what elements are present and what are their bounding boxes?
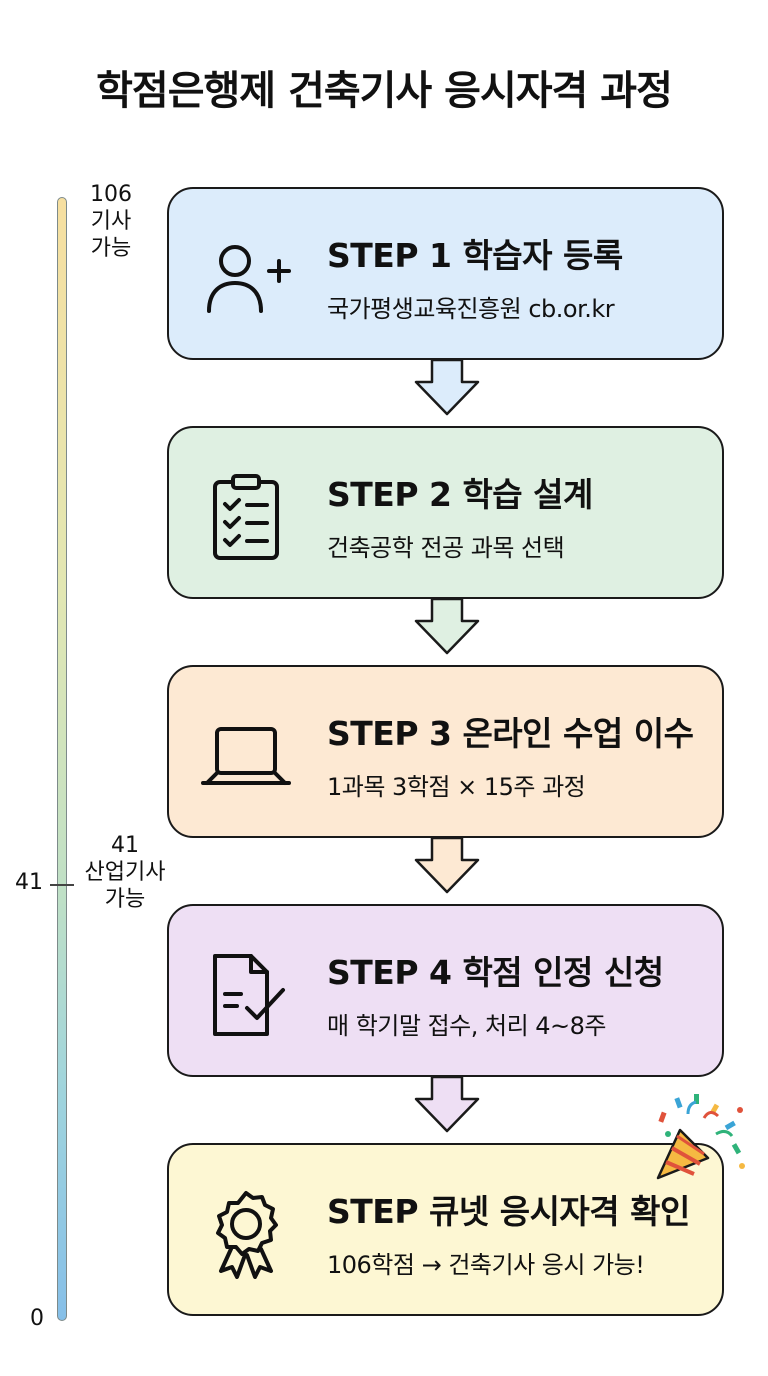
step-1-desc: 국가평생교육진흥원 cb.or.kr xyxy=(327,295,615,323)
axis-value-0: 0 xyxy=(30,1306,44,1331)
mid-credit-label: 41 산업기사 가능 xyxy=(75,832,175,913)
step-2-card: STEP 2 학습 설계 건축공학 전공 과목 선택 xyxy=(167,426,724,599)
step-4-desc: 매 학기말 접수, 처리 4~8주 xyxy=(327,1012,607,1040)
step-2-desc: 건축공학 전공 과목 선택 xyxy=(327,534,565,562)
top-credit-text-2: 가능 xyxy=(90,236,132,261)
mid-credit-text-1: 산업기사 xyxy=(84,860,166,885)
step-3-title: STEP 3 온라인 수업 이수 xyxy=(327,714,694,753)
page-title: 학점은행제 건축기사 응시자격 과정 xyxy=(96,68,673,114)
step-2-title: STEP 2 학습 설계 xyxy=(327,475,593,514)
step-1-title: STEP 1 학습자 등록 xyxy=(327,236,623,275)
mid-credit-text-2: 가능 xyxy=(104,887,146,912)
top-credit-label: 106 기사 가능 xyxy=(80,181,142,262)
add-user-icon xyxy=(207,245,291,313)
down-arrow-icon xyxy=(414,836,480,894)
top-credit-value: 106 xyxy=(90,182,132,207)
credit-progress-bar xyxy=(57,197,67,1321)
step-5-card: STEP 큐넷 응시자격 확인 106학점 → 건축기사 응시 가능! xyxy=(167,1143,724,1316)
checklist-clipboard-icon xyxy=(213,474,279,560)
award-badge-icon xyxy=(216,1191,278,1279)
document-check-icon xyxy=(213,954,285,1036)
step-3-desc: 1과목 3학점 × 15주 과정 xyxy=(327,773,586,801)
step-4-card: STEP 4 학점 인정 신청 매 학기말 접수, 처리 4~8주 xyxy=(167,904,724,1077)
down-arrow-icon xyxy=(414,1075,480,1133)
down-arrow-icon xyxy=(414,358,480,416)
laptop-icon xyxy=(201,727,291,785)
step-3-card: STEP 3 온라인 수업 이수 1과목 3학점 × 15주 과정 xyxy=(167,665,724,838)
top-credit-text-1: 기사 xyxy=(90,209,132,234)
down-arrow-icon xyxy=(414,597,480,655)
step-1-card: STEP 1 학습자 등록 국가평생교육진흥원 cb.or.kr xyxy=(167,187,724,360)
axis-tick-41 xyxy=(50,884,74,886)
axis-value-41: 41 xyxy=(15,870,43,895)
party-popper-icon xyxy=(656,1094,745,1180)
mid-credit-value: 41 xyxy=(111,833,139,858)
step-4-title: STEP 4 학점 인정 신청 xyxy=(327,953,664,992)
step-5-desc: 106학점 → 건축기사 응시 가능! xyxy=(327,1251,645,1279)
step-5-title: STEP 큐넷 응시자격 확인 xyxy=(327,1192,690,1231)
